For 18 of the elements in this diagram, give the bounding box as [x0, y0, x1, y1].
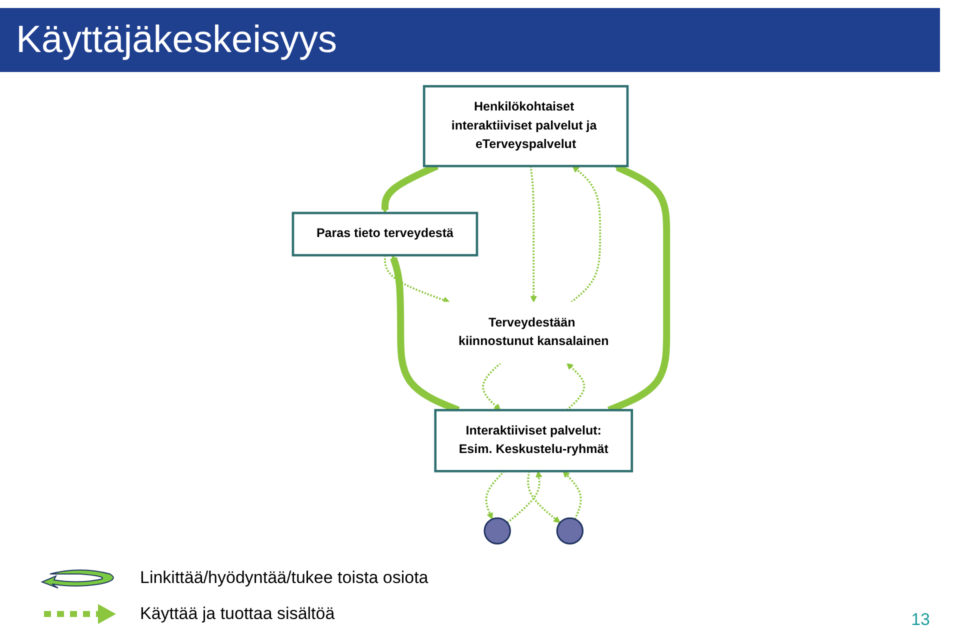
page-number: 13 [911, 610, 930, 630]
arrow [506, 470, 543, 524]
arrow [485, 470, 506, 520]
arrow [384, 255, 450, 304]
arrow [566, 362, 586, 411]
arrow [482, 362, 502, 410]
arrow [562, 470, 582, 520]
node-box: Paras tieto terveydestä [292, 212, 478, 256]
legend-text: Linkittää/hyödyntää/tukee toista osiota [140, 568, 428, 588]
arrow [570, 166, 602, 303]
node-text: Terveydestään kiinnostunut kansalainen [458, 316, 609, 348]
node-person [484, 517, 512, 545]
arrow [527, 471, 561, 524]
title-banner: Käyttäjäkeskeisyys [0, 8, 940, 72]
legend-text: Käyttää ja tuottaa sisältöä [140, 604, 335, 624]
node-box: Interaktiiviset palvelut: Esim. Keskustelu-ryhmät [434, 408, 634, 472]
node-person [556, 517, 584, 545]
node-box: Henkilökohtaiset interaktiiviset palvelut ja eTerveyspalvelut [423, 85, 629, 168]
